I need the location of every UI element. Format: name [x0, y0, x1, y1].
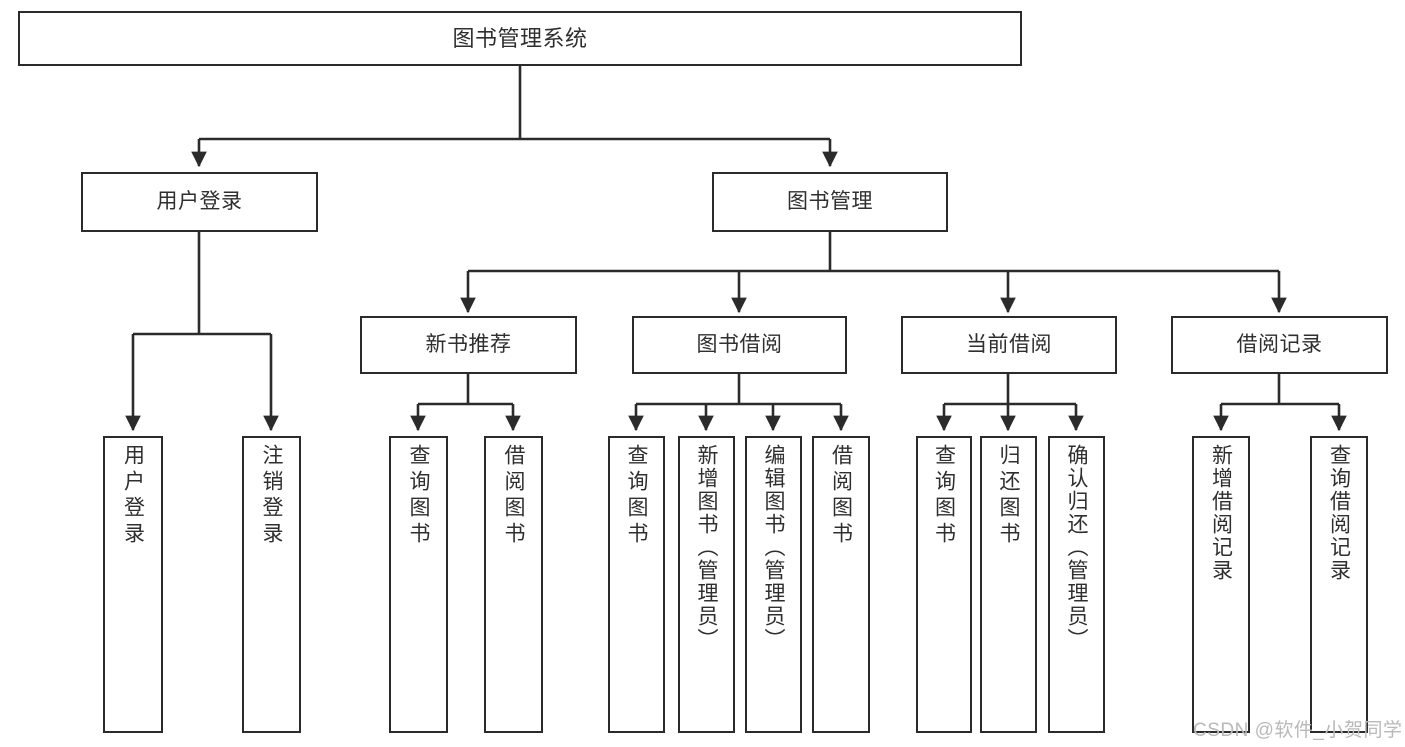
node-leaf-edit-book-admin[interactable]: 编辑图书（管理员） — [745, 436, 802, 733]
node-leaf-query-book-borrow[interactable]: 查询图书 — [608, 436, 665, 733]
node-label: 归还图书 — [997, 444, 1020, 548]
node-label: 新书推荐 — [425, 332, 512, 356]
node-leaf-logout[interactable]: 注销登录 — [242, 436, 301, 733]
node-new-book-recommend[interactable]: 新书推荐 — [360, 316, 577, 374]
node-leaf-query-borrow-record[interactable]: 查询借阅记录 — [1310, 436, 1368, 733]
node-label: 用户登录 — [156, 189, 243, 213]
node-label: 确认归还（管理员） — [1065, 444, 1088, 651]
node-label: 新增图书（管理员） — [695, 444, 718, 651]
node-leaf-return-book[interactable]: 归还图书 — [980, 436, 1037, 733]
node-label: 图书管理 — [787, 189, 873, 213]
node-label: 图书借阅 — [696, 332, 783, 356]
node-label: 借阅记录 — [1236, 332, 1323, 356]
node-book-management[interactable]: 图书管理 — [712, 172, 948, 232]
node-label: 当前借阅 — [966, 332, 1052, 356]
node-label: 用户登录 — [121, 444, 145, 548]
node-user-login[interactable]: 用户登录 — [81, 172, 318, 232]
node-leaf-confirm-return-admin[interactable]: 确认归还（管理员） — [1048, 436, 1105, 733]
node-label: 注销登录 — [260, 444, 283, 548]
watermark: CSDN @软件_小贺同学 — [1193, 720, 1403, 741]
node-label: 查询借阅记录 — [1327, 444, 1351, 582]
node-label: 图书管理系统 — [452, 25, 588, 51]
node-root-book-management-system[interactable]: 图书管理系统 — [18, 11, 1022, 66]
node-leaf-add-book-admin[interactable]: 新增图书（管理员） — [678, 436, 735, 733]
node-label: 查询图书 — [932, 444, 956, 548]
node-leaf-borrow-book-recommend[interactable]: 借阅图书 — [484, 436, 543, 733]
node-leaf-query-book-current[interactable]: 查询图书 — [916, 436, 972, 733]
node-current-borrow[interactable]: 当前借阅 — [901, 316, 1117, 374]
node-label: 借阅图书 — [829, 444, 853, 548]
node-label: 查询图书 — [625, 444, 648, 548]
node-leaf-borrow-book[interactable]: 借阅图书 — [812, 436, 870, 733]
node-book-borrow[interactable]: 图书借阅 — [632, 316, 847, 374]
node-leaf-user-login[interactable]: 用户登录 — [103, 436, 163, 733]
node-label: 编辑图书（管理员） — [762, 444, 785, 651]
node-leaf-add-borrow-record[interactable]: 新增借阅记录 — [1192, 436, 1250, 733]
node-label: 借阅图书 — [502, 444, 525, 548]
node-borrow-record[interactable]: 借阅记录 — [1171, 316, 1388, 374]
node-leaf-query-book-recommend[interactable]: 查询图书 — [389, 436, 448, 733]
node-label: 查询图书 — [407, 444, 430, 548]
node-label: 新增借阅记录 — [1209, 444, 1233, 582]
